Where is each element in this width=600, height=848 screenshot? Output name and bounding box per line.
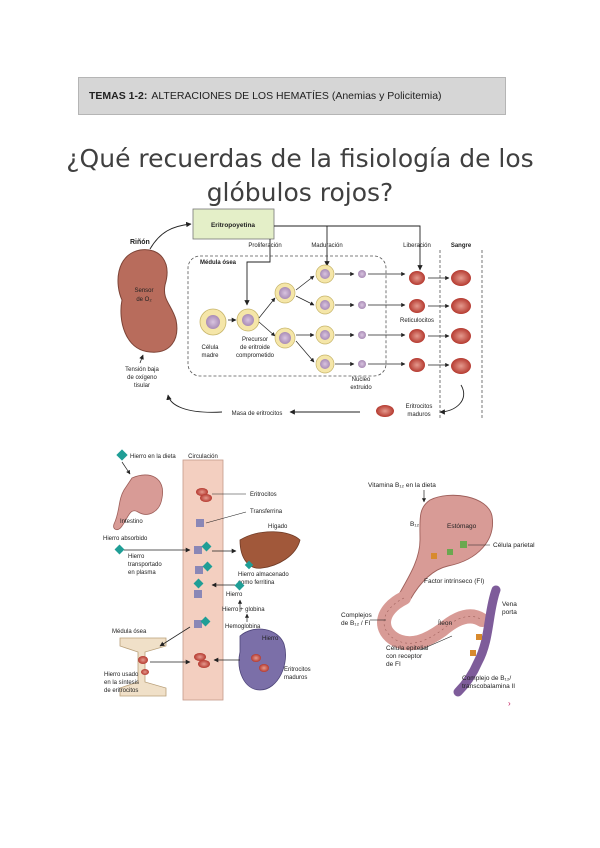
- mature-rbc-label-2: maduros: [284, 675, 307, 681]
- sensor-label-2: de O₂: [136, 297, 152, 303]
- reticulocytes-label: Reticulocitos: [400, 318, 434, 324]
- b12-absorption-figure: Vitamina B₁₂ en la dieta B₁₂ Estómago Cé…: [341, 482, 535, 708]
- ferritin-label-1: Hierro almacenado: [238, 572, 289, 578]
- synthesis-iron-label-3: de eritrocitos: [104, 688, 138, 694]
- mature-erythrocyte-icon: [376, 405, 394, 417]
- ileum-icon: [384, 598, 482, 643]
- transcobalamin-label-2: transcobalamina II: [462, 683, 515, 690]
- precursor-label-2: de eritroide: [240, 345, 271, 351]
- complexes-label-2: de B₁₂ / FI: [341, 620, 370, 627]
- intestine-label: Intestino: [120, 519, 143, 525]
- portal-vein-label-1: Vena: [502, 601, 517, 608]
- intrinsic-factor-label: Factor intrínseco (FI): [424, 578, 484, 585]
- plasma-iron-label-2: transportado: [128, 562, 162, 568]
- red-cell-mass-label: Masa de eritrocitos: [232, 411, 283, 417]
- absorbed-iron-label: Hierro absorbido: [103, 536, 148, 542]
- stem-cell-label-2: madre: [201, 353, 219, 359]
- bone-marrow-label-2: Médula ósea: [112, 629, 147, 635]
- low-oxygen-label-3: tisular: [134, 383, 150, 389]
- chevron-right-icon: ›: [508, 699, 511, 708]
- iron-label-2: Hierro: [262, 636, 279, 642]
- precursor-label-1: Precursor: [242, 337, 268, 343]
- transferrin-label: Transferrina: [250, 509, 283, 515]
- nucleus-label-2: extruido: [350, 385, 372, 391]
- mature-erythrocytes-label-2: maduros: [407, 412, 430, 418]
- bone-marrow-label: Médula ósea: [200, 260, 237, 266]
- epithelial-cell-label-1: Célula epitelial: [386, 645, 429, 652]
- circulation-label: Circulación: [188, 454, 218, 460]
- epithelial-cell-label-2: con receptor: [386, 653, 423, 660]
- stem-cell-label-1: Célula: [201, 345, 219, 351]
- erythropoiesis-figure: Eritropoyetina Riñón Sensor de O₂ Médula…: [118, 209, 482, 420]
- nucleus-label-1: Núcleo: [352, 377, 371, 383]
- complexes-label-1: Complejos: [341, 612, 372, 619]
- iron-label: Hierro: [226, 592, 243, 598]
- sensor-label-1: Sensor: [134, 288, 153, 294]
- release-label: Liberación: [403, 243, 431, 249]
- blood-label: Sangre: [451, 243, 472, 249]
- synthesis-iron-label-2: en la síntesis: [104, 680, 139, 686]
- erythrocytes-label: Eritrocitos: [250, 492, 277, 498]
- iron-globin-label: Hierro + globina: [222, 607, 265, 613]
- low-oxygen-label-1: Tensión baja: [125, 367, 159, 373]
- mature-rbc-label-1: Eritrocitos: [284, 667, 311, 673]
- synthesis-iron-label-1: Hierro usado: [104, 672, 139, 678]
- maturing-cells: [316, 265, 334, 373]
- low-oxygen-label-2: de oxígeno: [127, 375, 157, 381]
- dietary-b12-label: Vitamina B₁₂ en la dieta: [368, 482, 436, 489]
- transferrin-icon: [196, 519, 204, 527]
- transcobalamin-label-1: Complejo de B₁₂/: [462, 675, 511, 682]
- portal-vein-label-2: porta: [502, 609, 517, 616]
- blood-erythrocytes: [451, 270, 471, 374]
- proliferation-label: Proliferación: [248, 243, 281, 249]
- precursor-label-3: comprometido: [236, 353, 275, 359]
- erythropoietin-label: Eritropoyetina: [211, 222, 255, 229]
- dietary-iron-icon: [116, 449, 127, 460]
- epithelial-cell-label-3: de FI: [386, 661, 401, 668]
- ileum-label: Íleon: [438, 618, 452, 627]
- mature-erythrocytes-label-1: Eritrocitos: [406, 404, 433, 410]
- parietal-cell-label: Célula parietal: [493, 542, 535, 549]
- dietary-iron-label: Hierro en la dieta: [130, 454, 176, 460]
- liver-label: Hígado: [268, 524, 288, 530]
- plasma-iron-label-1: Hierro: [128, 554, 145, 560]
- stomach-label: Estómago: [447, 523, 477, 530]
- plasma-iron-label-3: en plasma: [128, 570, 156, 576]
- iron-metabolism-figure: Circulación Hierro en la dieta Intestino…: [103, 449, 311, 700]
- kidney-label: Riñón: [130, 239, 150, 246]
- extruded-nucleus-cells: [358, 270, 366, 368]
- b12-label: B₁₂: [410, 521, 420, 528]
